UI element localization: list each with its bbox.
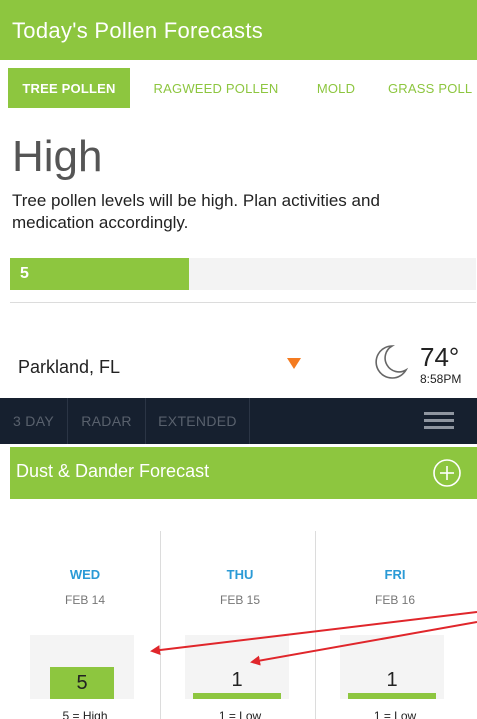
tab-grass-pollen[interactable]: GRASS POLL [388, 80, 473, 96]
nav-3-day[interactable]: 3 DAY [0, 398, 68, 444]
day-caption: 1 = Low [373, 709, 417, 719]
page-title: Today's Pollen Forecasts [0, 0, 477, 60]
tab-ragweed-pollen[interactable]: RAGWEED POLLEN [153, 80, 279, 96]
day-value: 1 [348, 665, 436, 699]
pollen-level-title: High [12, 132, 103, 181]
temperature: 74° [420, 342, 460, 372]
pollen-level-description: Tree pollen levels will be high. Plan ac… [12, 191, 380, 232]
dust-forecast-days: WED FEB 14 5 5 = High THU FEB 15 1 1 = L… [10, 509, 477, 719]
location-name[interactable]: Parkland, FL [18, 357, 121, 377]
moon-icon [375, 345, 409, 379]
day-gauge: 1 [185, 635, 289, 699]
plus-circle-icon[interactable] [432, 458, 462, 488]
weather-nav: 3 DAY RADAR EXTENDED [0, 398, 477, 444]
divider [10, 302, 476, 303]
day-name: THU [226, 567, 254, 582]
day-date: FEB 14 [64, 593, 106, 607]
nav-extended[interactable]: EXTENDED [146, 398, 250, 444]
day-gauge: 1 [340, 635, 444, 699]
forecast-day-fri[interactable]: FRI FEB 16 1 1 = Low [320, 531, 470, 719]
forecast-day-wed[interactable]: WED FEB 14 5 5 = High [10, 531, 160, 719]
nav-radar[interactable]: RADAR [68, 398, 146, 444]
day-caption: 1 = Low [218, 709, 262, 719]
location-dropdown-icon[interactable] [287, 358, 301, 369]
day-value: 5 [50, 667, 114, 699]
location-bar: Parkland, FL 74° 8:58PM [0, 336, 477, 398]
day-name: WED [69, 567, 101, 582]
day-value: 1 [193, 665, 281, 699]
tab-mold[interactable]: MOLD [316, 80, 356, 96]
hamburger-menu-icon[interactable] [424, 412, 454, 430]
pollen-meter-fill: 5 [10, 258, 190, 290]
day-separator [315, 531, 316, 719]
forecast-day-thu[interactable]: THU FEB 15 1 1 = Low [165, 531, 315, 719]
dust-forecast-header: Dust & Dander Forecast [10, 447, 477, 499]
day-name: FRI [384, 567, 406, 582]
day-date: FEB 15 [219, 593, 261, 607]
current-time: 8:58PM [420, 372, 462, 386]
day-date: FEB 16 [374, 593, 416, 607]
dust-forecast-title: Dust & Dander Forecast [16, 461, 210, 481]
day-gauge: 5 [30, 635, 134, 699]
day-caption: 5 = High [62, 709, 108, 719]
tab-tree-pollen[interactable]: TREE POLLEN [8, 68, 130, 108]
day-separator [160, 531, 161, 719]
pollen-meter: 5 [10, 258, 476, 290]
pollen-tabs: TREE POLLEN RAGWEED POLLEN MOLD GRASS PO… [0, 60, 477, 116]
